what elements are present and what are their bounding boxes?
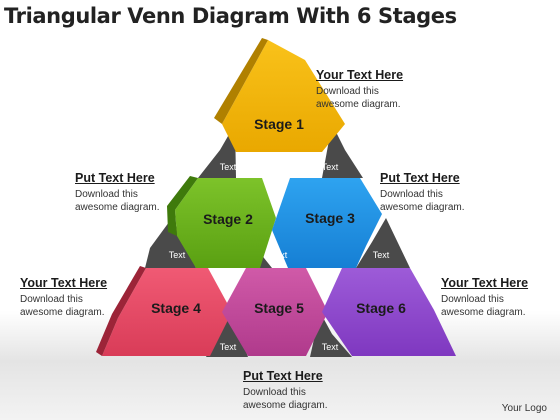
callout-line: Download this xyxy=(380,189,443,200)
stage-3-label: Stage 3 xyxy=(305,210,355,226)
connector-text: Text xyxy=(220,162,237,172)
callout-heading: Your Text Here xyxy=(316,68,404,82)
connector-text: Text xyxy=(220,342,237,352)
stage-3-shape xyxy=(272,178,382,268)
stage-4-label: Stage 4 xyxy=(151,300,201,316)
callout-line: Download this xyxy=(316,86,379,97)
callout-middle-left: Put Text Here Download this awesome diag… xyxy=(75,171,159,214)
callout-line: Download this xyxy=(75,189,138,200)
stage-1-shape xyxy=(214,38,345,152)
callout-line: Download this xyxy=(441,294,504,305)
callout-line: awesome diagram. xyxy=(243,400,328,411)
connector-text: Text xyxy=(169,250,186,260)
logo-text: Your Logo xyxy=(501,403,547,414)
callout-heading: Put Text Here xyxy=(243,369,323,383)
callout-middle-right: Put Text Here Download this awesome diag… xyxy=(380,171,464,214)
connector-triangle xyxy=(206,312,248,357)
callout-bottom-right: Your Text Here Download this awesome dia… xyxy=(441,276,528,319)
page-title: Triangular Venn Diagram With 6 Stages xyxy=(4,4,457,28)
callout-bottom-left: Your Text Here Download this awesome dia… xyxy=(20,276,107,319)
connector-text: Text xyxy=(271,250,288,260)
stage-2-label: Stage 2 xyxy=(203,211,253,227)
callout-bottom-center: Put Text Here Download this awesome diag… xyxy=(243,369,327,412)
stage-4-shape xyxy=(96,266,232,356)
stage-5-shape xyxy=(222,268,328,356)
connector-text: Text xyxy=(322,342,339,352)
callout-heading: Your Text Here xyxy=(441,276,529,290)
callout-heading: Put Text Here xyxy=(75,171,155,185)
connector-triangle xyxy=(198,124,236,178)
callout-line: Download this xyxy=(20,294,83,305)
callout-heading: Put Text Here xyxy=(380,171,460,185)
callout-line: awesome diagram. xyxy=(441,307,526,318)
connector-text: Text xyxy=(373,250,390,260)
callout-line: awesome diagram. xyxy=(316,99,401,110)
stage-1-label: Stage 1 xyxy=(254,116,304,132)
connector-text: Text xyxy=(322,162,339,172)
callout-line: awesome diagram. xyxy=(75,202,160,213)
callout-heading: Your Text Here xyxy=(20,276,108,290)
connector-triangle xyxy=(145,218,196,268)
connector-triangle xyxy=(356,218,410,268)
stage-2-shape xyxy=(167,176,276,268)
callout-top-right: Your Text Here Download this awesome dia… xyxy=(316,68,403,111)
callout-line: awesome diagram. xyxy=(20,307,105,318)
callout-line: Download this xyxy=(243,387,306,398)
callout-line: awesome diagram. xyxy=(380,202,465,213)
stage-5-label: Stage 5 xyxy=(254,300,304,316)
stage-6-shape xyxy=(322,268,456,356)
stage-6-label: Stage 6 xyxy=(356,300,406,316)
